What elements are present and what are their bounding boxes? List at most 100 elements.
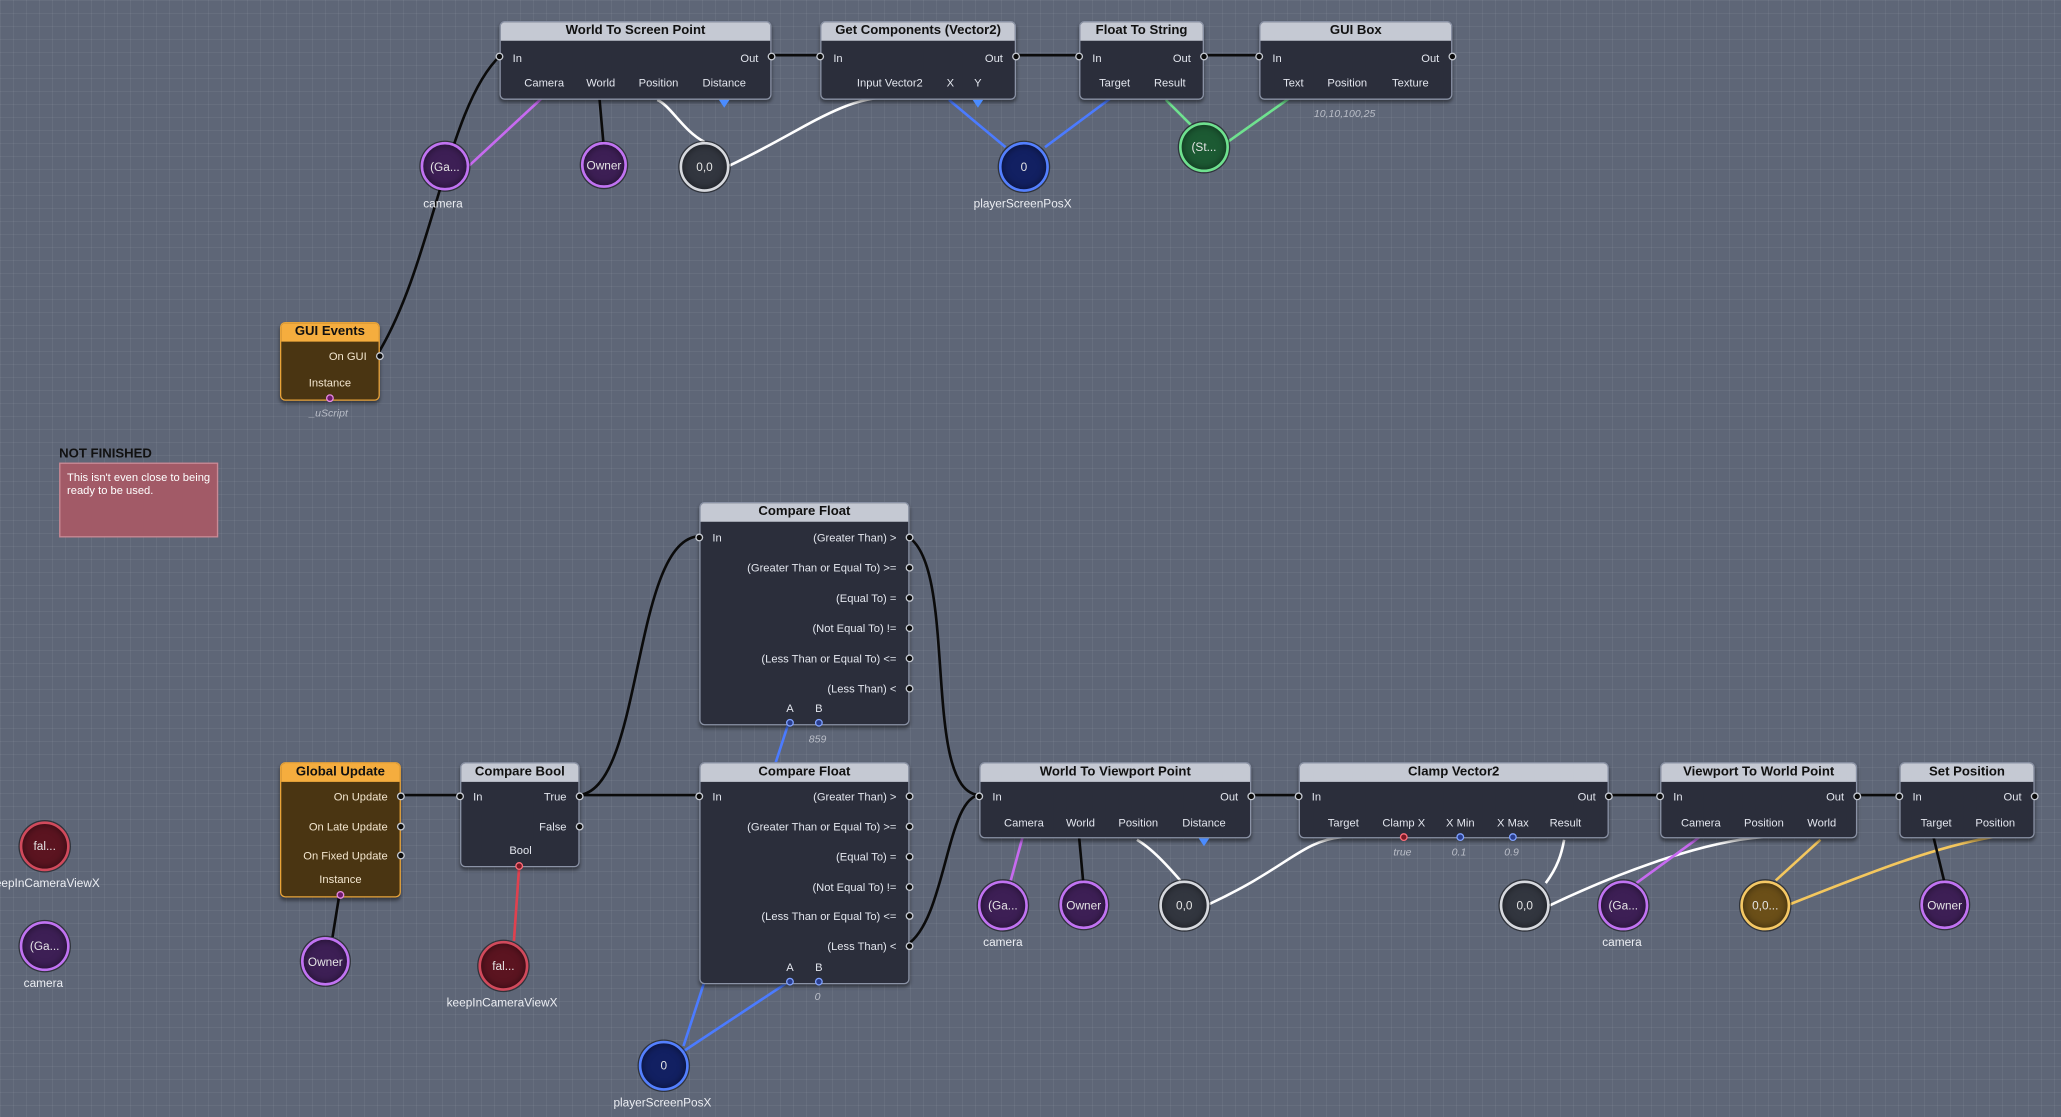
player-screen-pos-x-variable[interactable]: 0: [638, 1040, 689, 1091]
b-port[interactable]: [814, 977, 823, 986]
out-port[interactable]: [905, 563, 914, 572]
out-port[interactable]: [396, 792, 405, 801]
socket-false: False: [539, 819, 567, 834]
socket-out: Out: [1577, 789, 1596, 803]
socket-true: True: [543, 789, 567, 803]
in-port[interactable]: [1294, 792, 1303, 801]
out-port[interactable]: [1200, 52, 1208, 61]
keep-in-camera-view-x-variable[interactable]: fal...: [19, 821, 70, 872]
node-viewport-to-world-point[interactable]: Viewport To World Point In Out Camera Po…: [1656, 762, 1862, 839]
node-gui-events[interactable]: GUI Events On GUI Instance: [279, 321, 384, 403]
in-port[interactable]: [495, 52, 504, 61]
socket-in: In: [833, 51, 843, 65]
node-global-update[interactable]: Global Update On Update On Late Update O…: [279, 762, 405, 899]
in-port[interactable]: [1075, 52, 1084, 61]
wire-vector: [728, 95, 890, 167]
in-port[interactable]: [1895, 792, 1904, 801]
y-output-icon[interactable]: [972, 99, 984, 108]
socket-camera: Camera: [1680, 816, 1721, 830]
vector3-variable[interactable]: 0,0...: [1740, 880, 1791, 931]
instance-port[interactable]: [325, 394, 334, 403]
node-gui-box[interactable]: GUI Box In Out Text Position Texture: [1255, 21, 1457, 100]
x-min-port[interactable]: [1456, 833, 1465, 842]
node-float-to-string[interactable]: Float To String In Out Target Result: [1075, 21, 1208, 100]
out-port[interactable]: [905, 883, 914, 891]
bool-port[interactable]: [515, 862, 524, 870]
socket-input-vector2: Input Vector2: [856, 76, 923, 90]
a-port[interactable]: [786, 718, 794, 727]
comment-box[interactable]: This isn't even close to being ready to …: [59, 462, 219, 538]
out-port[interactable]: [575, 792, 584, 801]
camera-variable[interactable]: (Ga...: [1598, 880, 1649, 931]
out-port[interactable]: [1604, 792, 1613, 801]
out-port[interactable]: [1012, 52, 1020, 61]
vector2-variable[interactable]: 0,0: [1499, 880, 1550, 931]
owner-variable[interactable]: Owner: [1920, 880, 1969, 930]
distance-output-icon[interactable]: [1198, 838, 1210, 847]
out-port[interactable]: [905, 792, 914, 801]
socket-less-than: (Less Than) <: [827, 939, 897, 953]
in-port[interactable]: [456, 792, 464, 801]
out-port[interactable]: [905, 942, 914, 951]
node-world-to-viewport-point[interactable]: World To Viewport Point In Out Camera Wo…: [975, 762, 1256, 847]
node-world-to-screen-point[interactable]: World To Screen Point In Out Camera Worl…: [495, 21, 776, 108]
out-port[interactable]: [905, 822, 914, 831]
out-port[interactable]: [2030, 792, 2039, 801]
owner-variable[interactable]: Owner: [300, 936, 350, 986]
socket-in: In: [1092, 51, 1102, 65]
owner-variable[interactable]: Owner: [1059, 880, 1109, 930]
out-port[interactable]: [905, 654, 914, 663]
out-port[interactable]: [905, 684, 914, 693]
out-port[interactable]: [767, 52, 776, 61]
clamp-x-port[interactable]: [1399, 833, 1408, 842]
x-max-value: 0.9: [1504, 846, 1519, 859]
vector2-variable[interactable]: 0,0: [679, 141, 730, 192]
keep-in-camera-view-x-variable[interactable]: fal...: [478, 940, 529, 991]
camera-variable[interactable]: (Ga...: [977, 880, 1028, 931]
x-max-port[interactable]: [1508, 833, 1517, 842]
in-port[interactable]: [816, 52, 825, 61]
node-clamp-vector2[interactable]: Clamp Vector2 In Out Target Clamp X X Mi…: [1294, 762, 1613, 842]
node-set-position[interactable]: Set Position In Out Target Position: [1895, 762, 2039, 839]
out-port[interactable]: [396, 822, 405, 831]
node-compare-bool[interactable]: Compare Bool In True False Bool: [456, 762, 584, 870]
out-port[interactable]: [905, 852, 914, 861]
owner-variable[interactable]: Owner: [580, 141, 627, 188]
out-port[interactable]: [905, 624, 914, 633]
node-compare-float-1[interactable]: Compare Float In (Greater Than) > (Great…: [695, 501, 914, 727]
wire-gold: [1774, 838, 1822, 882]
camera-variable[interactable]: (Ga...: [19, 921, 70, 972]
in-port[interactable]: [695, 533, 704, 542]
instance-port[interactable]: [336, 890, 345, 899]
vector2-variable[interactable]: 0,0: [1159, 880, 1210, 931]
out-port[interactable]: [1448, 52, 1457, 61]
out-port[interactable]: [396, 851, 405, 860]
out-port[interactable]: [575, 822, 584, 831]
in-port[interactable]: [1255, 52, 1264, 61]
distance-output-icon[interactable]: [718, 99, 730, 108]
socket-b: B: [815, 960, 823, 974]
in-port[interactable]: [1656, 792, 1665, 801]
player-screen-pos-x-variable[interactable]: 0: [998, 141, 1049, 192]
node-get-components[interactable]: Get Components (Vector2) In Out Input Ve…: [816, 21, 1020, 108]
out-port[interactable]: [1853, 792, 1862, 801]
out-port[interactable]: [1247, 792, 1256, 801]
camera-variable[interactable]: (Ga...: [420, 141, 470, 191]
compare-float-1-b-value: 859: [808, 733, 827, 746]
b-port[interactable]: [814, 718, 823, 727]
in-port[interactable]: [975, 792, 984, 801]
a-port[interactable]: [786, 977, 794, 986]
in-port[interactable]: [695, 792, 704, 801]
socket-position: Position: [1975, 816, 2016, 830]
out-port[interactable]: [905, 533, 914, 542]
out-port[interactable]: [905, 593, 914, 602]
socket-instance: Instance: [308, 375, 352, 389]
comment-title: NOT FINISHED: [59, 446, 152, 462]
string-variable[interactable]: (St...: [1179, 122, 1229, 173]
node-compare-float-2[interactable]: Compare Float In (Greater Than) > (Great…: [695, 762, 914, 986]
socket-a: A: [786, 960, 794, 974]
out-port[interactable]: [375, 352, 384, 361]
socket-greater-equal: (Greater Than or Equal To) >=: [747, 561, 897, 575]
out-port[interactable]: [905, 911, 914, 920]
